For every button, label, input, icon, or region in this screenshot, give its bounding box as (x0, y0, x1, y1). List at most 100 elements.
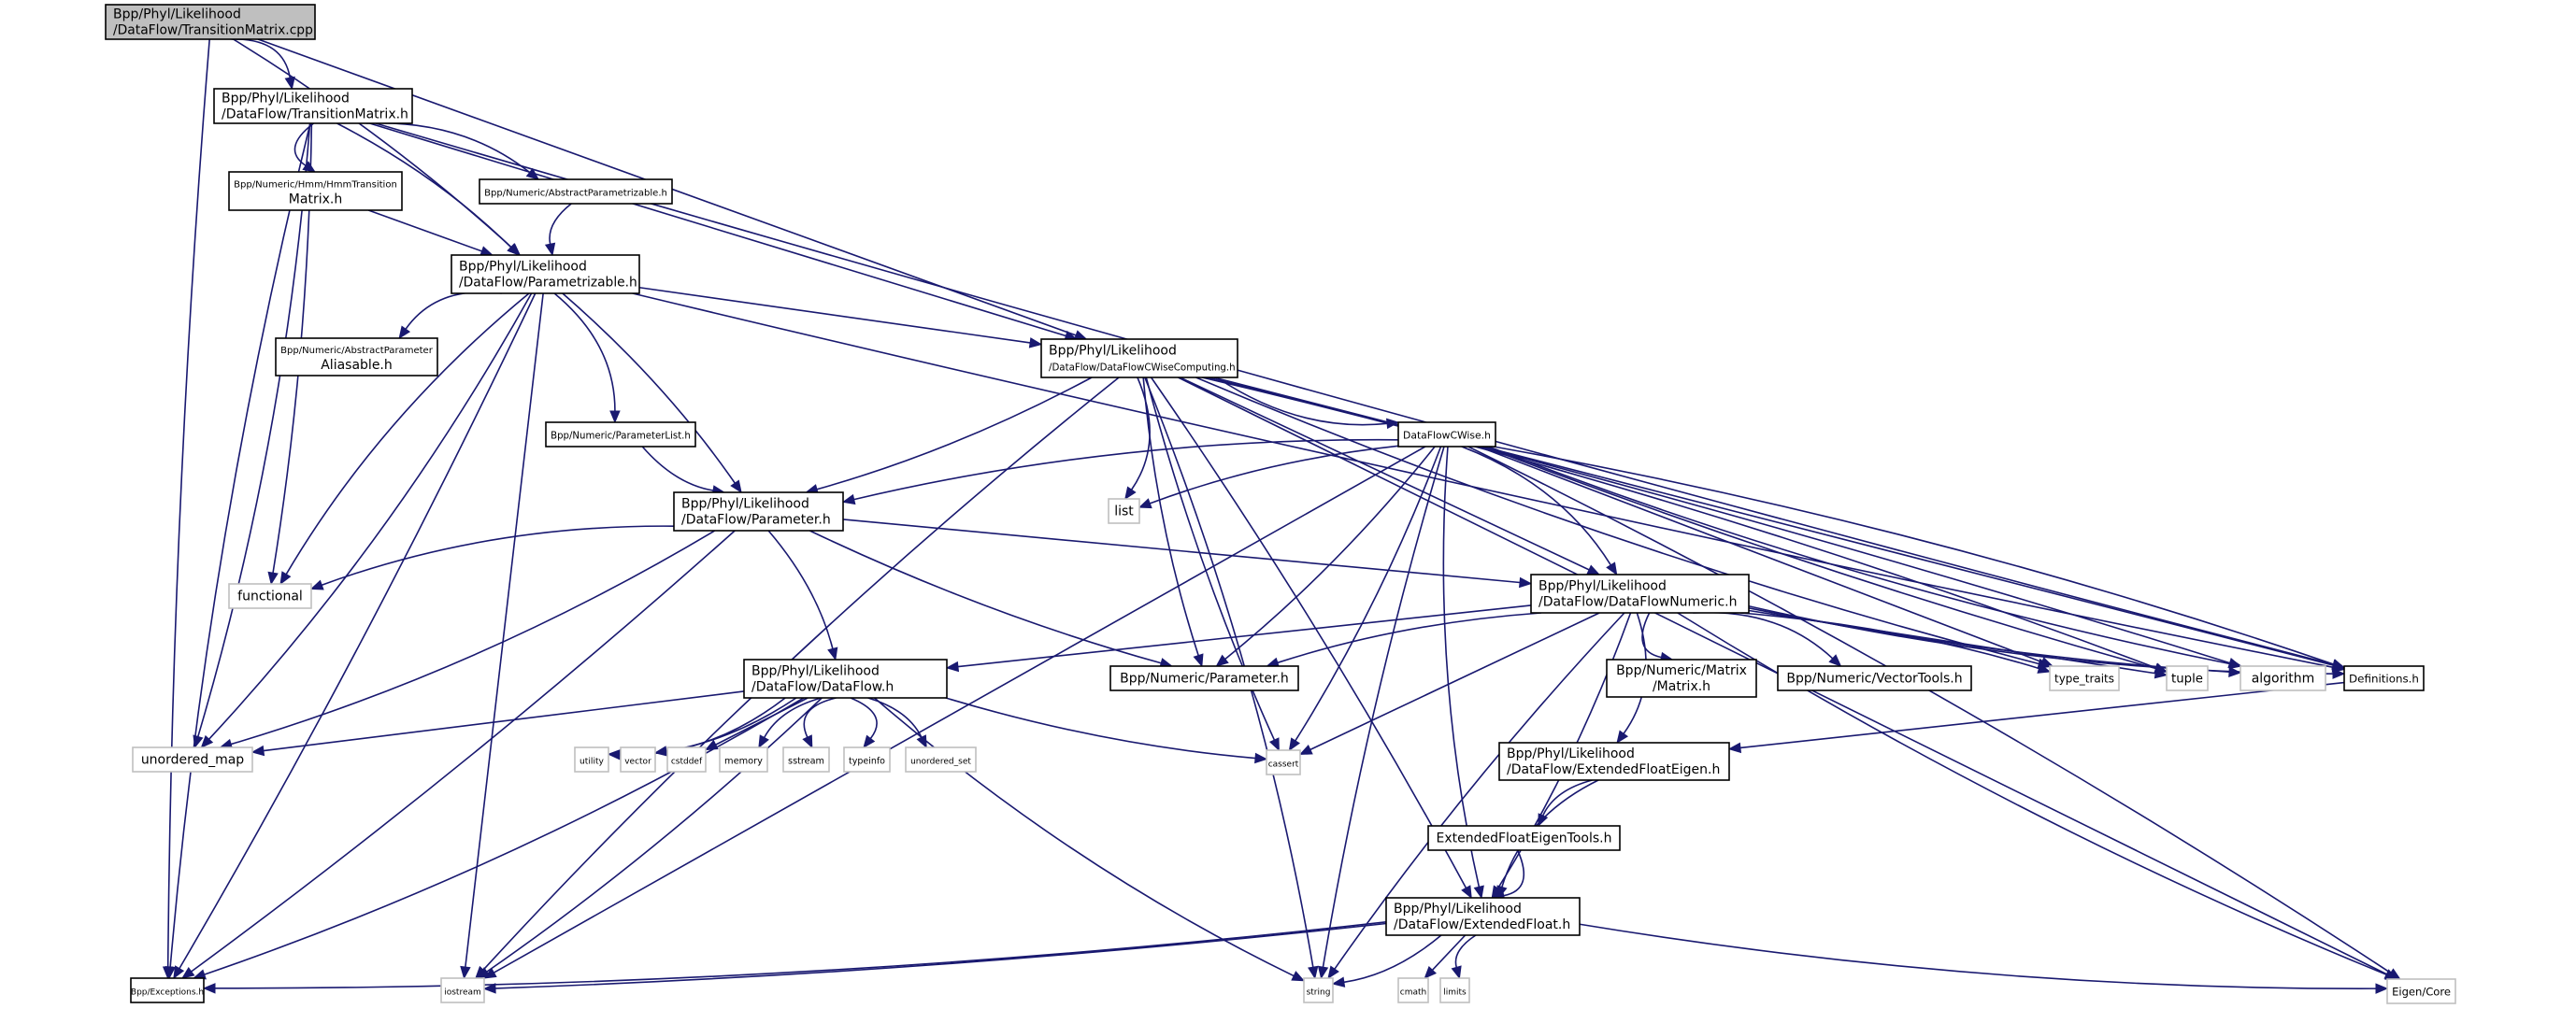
node-efeigentools[interactable]: ExtendedFloatEigenTools.h (1427, 825, 1621, 851)
node-label: list (1114, 504, 1134, 519)
arrowhead-dfnumeric-to-dataflow (945, 661, 960, 673)
node-plist[interactable]: Bpp/Numeric/ParameterList.h (545, 421, 696, 448)
edge-dfparam-to-dfnumeric (842, 519, 1521, 584)
node-efeigen[interactable]: Bpp/Phyl/Likelihood/DataFlow/ExtendedFlo… (1498, 742, 1730, 781)
node-box (620, 746, 656, 773)
edge-cwise-to-string (1322, 446, 1445, 968)
node-cwise[interactable]: DataFlowCWise.h (1397, 421, 1496, 448)
edge-dataflow-to-typeinfo (850, 697, 878, 740)
edge-cwise-to-algorithm (1488, 446, 2231, 665)
node-numparam[interactable]: Bpp/Numeric/Parameter.h (1109, 665, 1299, 691)
edge-parametrizable-to-unordered_map (208, 292, 533, 740)
node-label: /DataFlow/Parametrizable.h (459, 276, 637, 291)
edge-extfloat-to-cmath (1431, 934, 1467, 971)
edge-cwise-to-definitions (1493, 446, 2334, 665)
node-vectools[interactable]: Bpp/Numeric/VectorTools.h (1777, 665, 1972, 691)
edge-extfloat-to-iostream (494, 922, 1387, 989)
edge-cwise-to-iostream (494, 446, 1426, 973)
arrowhead-extfloat-to-cmath (1424, 965, 1438, 979)
node-label: Bpp/Phyl/Likelihood (459, 260, 587, 275)
arrowhead-cwisecomp-to-extfloat (1461, 885, 1472, 900)
node-algorithm: algorithm (2240, 665, 2326, 691)
node-label: cstddef (671, 758, 703, 767)
arrowhead-cwise-to-type_traits (2039, 657, 2054, 667)
edge-tmh-to-definitions (375, 122, 2334, 666)
edge-parametrizable-to-iostream (465, 292, 544, 968)
node-box (2166, 665, 2209, 691)
node-dfnumeric[interactable]: Bpp/Phyl/Likelihood/DataFlow/DataFlowNum… (1530, 574, 1750, 614)
edge-tmh-to-cwisecomp (369, 122, 1066, 337)
node-label: unordered_set (910, 758, 971, 767)
edge-dataflow-to-unordered_map (263, 690, 745, 752)
arrowhead-dfparam-to-dataflow (827, 647, 838, 661)
node-cmath: cmath (1397, 977, 1429, 1003)
edge-cwise-to-dfparam (853, 438, 1399, 501)
arrowhead-dfnumeric-to-tuple (2154, 668, 2168, 679)
edge-parametrizable-to-absalias (405, 291, 502, 330)
node-box (1498, 742, 1730, 781)
edge-dataflow-to-vector (665, 697, 797, 752)
arrowhead-dataflow-to-sstream (802, 734, 813, 749)
node-exceptions[interactable]: Bpp/Exceptions.h (130, 977, 205, 1003)
node-dataflow[interactable]: Bpp/Phyl/Likelihood/DataFlow/DataFlow.h (743, 659, 948, 699)
node-label: Bpp/Phyl/Likelihood (1538, 579, 1667, 594)
node-box (130, 977, 205, 1003)
arrowhead-cwisecomp-to-string (1308, 965, 1319, 980)
node-label: Bpp/Phyl/Likelihood (1394, 902, 1522, 917)
edge-plist-to-dfparam (641, 446, 714, 491)
arrowhead-dfnumeric-to-cassert (1298, 744, 1313, 756)
node-extfloat[interactable]: Bpp/Phyl/Likelihood/DataFlow/ExtendedFlo… (1385, 897, 1581, 936)
node-box (1109, 665, 1299, 691)
node-box (666, 746, 707, 773)
node-box (2240, 665, 2326, 691)
node-box (574, 746, 609, 773)
node-cwisecomp[interactable]: Bpp/Phyl/Likelihood/DataFlow/DataFlowCWi… (1040, 338, 1238, 378)
node-label: Bpp/Phyl/Likelihood (681, 497, 809, 512)
edge-extfloat-to-limits (1454, 934, 1477, 968)
edge-root-to-exceptions (166, 38, 210, 968)
node-box (105, 4, 316, 40)
arrowhead-cwise-to-definitions (2331, 659, 2346, 670)
edge-parametrizable-to-plist (553, 292, 616, 412)
node-label: Aliasable.h (321, 358, 393, 373)
node-box (1530, 574, 1750, 614)
node-dfparam[interactable]: Bpp/Phyl/Likelihood/DataFlow/Parameter.h (673, 491, 844, 532)
arrowhead-cwisecomp-to-dfnumeric (1586, 564, 1601, 576)
node-box (1397, 421, 1496, 448)
arrowhead-dfnumeric-to-type_traits (2037, 662, 2052, 674)
edge-cwise-to-eigencore (1467, 446, 2392, 974)
edge-cwise-to-extfloat (1442, 446, 1481, 888)
node-label: memory (724, 757, 763, 767)
node-tmh[interactable]: Bpp/Phyl/Likelihood/DataFlow/TransitionM… (213, 88, 413, 124)
node-definitions[interactable]: Definitions.h (2343, 665, 2425, 691)
arrowhead-dataflow-to-cassert (1254, 752, 1268, 764)
arrowhead-dataflow-to-memory (758, 734, 769, 749)
node-label: sstream (788, 757, 824, 767)
arrowhead-cwise-to-extfloat (1473, 885, 1484, 900)
node-matrix[interactable]: Bpp/Numeric/Matrix/Matrix.h (1606, 659, 1757, 698)
arrowhead-dataflow-to-typeinfo (863, 734, 876, 749)
node-parametrizable[interactable]: Bpp/Phyl/Likelihood/DataFlow/Parametriza… (451, 254, 640, 294)
node-label: Bpp/Numeric/VectorTools.h (1786, 672, 1962, 687)
node-label: Bpp/Phyl/Likelihood (1507, 746, 1635, 761)
edge-cwise-to-list (1149, 445, 1399, 504)
arrowhead-extfloat-to-limits (1451, 965, 1462, 980)
edge-efeigen-to-efeigentools (1541, 779, 1593, 817)
edge-dataflow-to-string (874, 697, 1295, 977)
edge-cwisecomp-to-dfnumeric (1180, 377, 1590, 571)
edge-tmh-to-parametrizable (336, 122, 512, 249)
node-absparam[interactable]: Bpp/Numeric/AbstractParametrizable.h (479, 178, 673, 205)
node-label: Bpp/Numeric/AbstractParametrizable.h (484, 189, 667, 199)
arrowhead-dataflow-to-string (1291, 971, 1306, 982)
node-label: /DataFlow/ExtendedFloat.h (1394, 917, 1570, 932)
arrowhead-cwise-to-cassert (1288, 737, 1301, 752)
node-functional: functional (228, 583, 312, 609)
node-box (1266, 749, 1301, 775)
node-root: Bpp/Phyl/Likelihood/DataFlow/TransitionM… (105, 4, 316, 40)
edge-parametrizable-to-functional (285, 292, 530, 576)
node-box (2343, 665, 2425, 691)
edge-dataflow-to-memory (763, 697, 822, 738)
